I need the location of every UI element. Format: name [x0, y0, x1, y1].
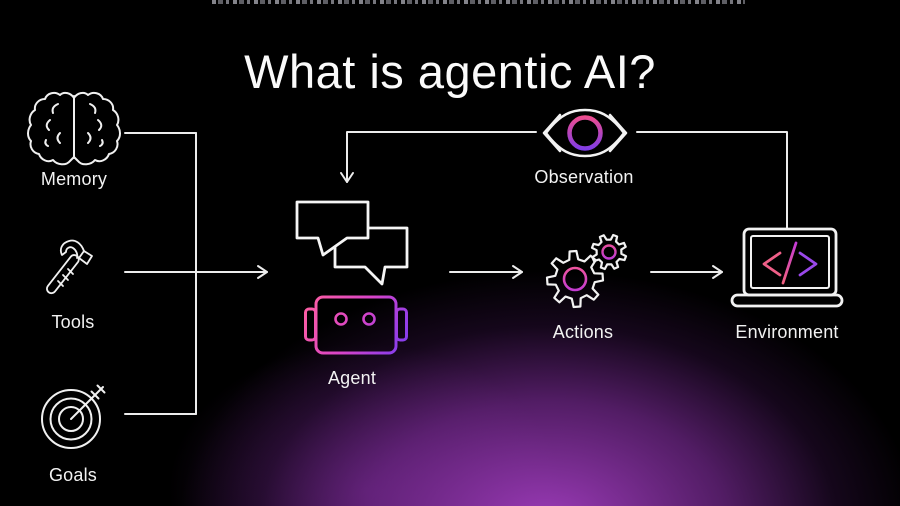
actions-label: Actions [552, 322, 614, 342]
goals-label: Goals [48, 465, 98, 485]
environment-label: Environment [735, 322, 839, 342]
observation-label: Observation [534, 167, 634, 187]
page-title: What is agentic AI? [244, 45, 656, 99]
code-glyph [762, 241, 818, 285]
eye-icon [542, 108, 628, 158]
arrowhead-down-icon [340, 172, 354, 183]
edge-environment-observation [636, 131, 788, 229]
arrowhead-right-icon [257, 265, 268, 279]
brain-icon [27, 91, 121, 166]
target-arrow-icon [41, 384, 106, 449]
clipped-slide-text-strip [212, 0, 745, 4]
agent-label: Agent [327, 368, 377, 388]
speech-bubbles-icon [295, 200, 409, 286]
edge-observation-agent [340, 131, 537, 183]
gears-icon [545, 233, 628, 309]
laptop-code-icon [730, 227, 844, 308]
small-gear [590, 233, 628, 271]
edge-tools-agent [124, 265, 268, 279]
chat-robot-icon [295, 200, 409, 355]
arrowhead-right-icon [712, 265, 723, 279]
edge-agent-actions [449, 265, 523, 279]
large-gear [545, 249, 605, 309]
edge-actions-environment [650, 265, 723, 279]
tools-label: Tools [51, 312, 95, 332]
robot-icon [304, 295, 408, 355]
memory-label: Memory [40, 169, 108, 189]
arrowhead-right-icon [512, 265, 523, 279]
iris-ring [567, 115, 603, 151]
hammer-icon [46, 239, 93, 295]
